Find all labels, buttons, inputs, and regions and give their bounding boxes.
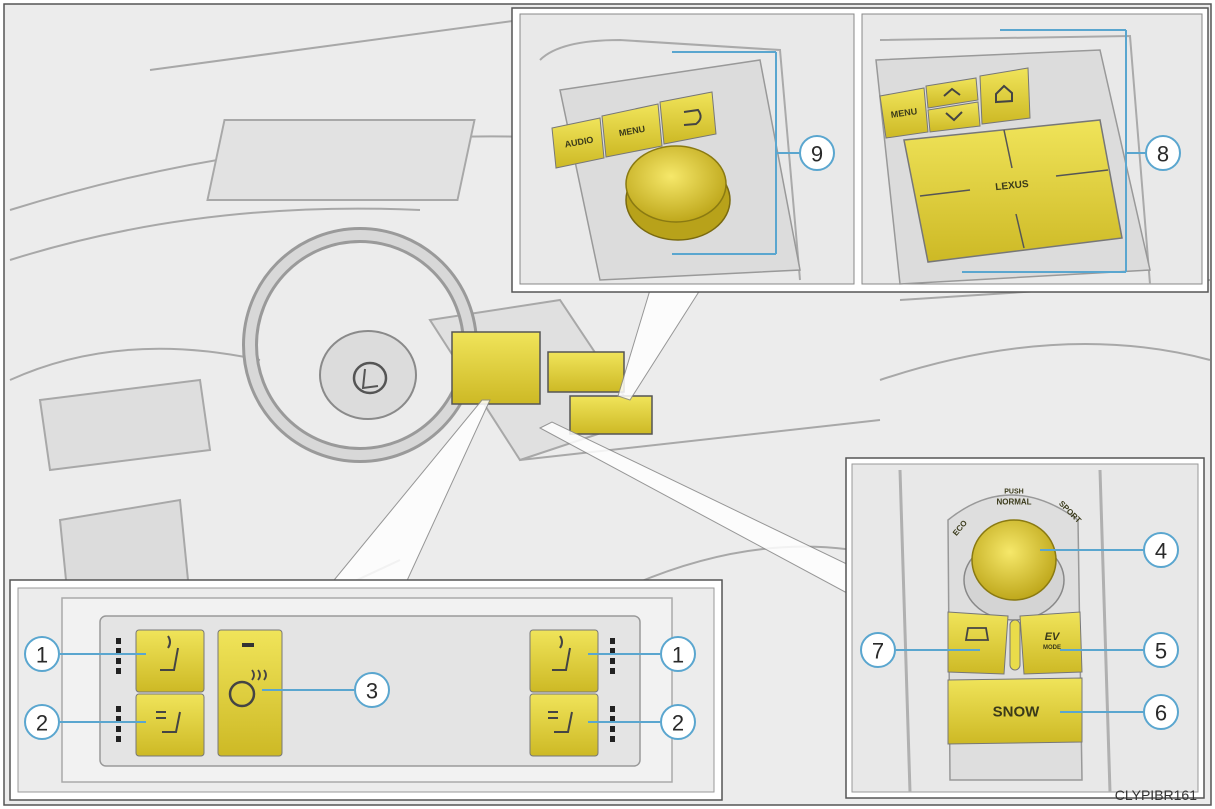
- svg-text:1: 1: [36, 643, 48, 668]
- callout-2-right: 2: [660, 704, 696, 740]
- audio-button[interactable]: AUDIO: [551, 117, 605, 169]
- touchpad-menu-button[interactable]: MENU: [879, 87, 929, 139]
- svg-text:1: 1: [672, 643, 684, 668]
- svg-text:4: 4: [1155, 539, 1167, 564]
- left-seat-ventilation-button[interactable]: [135, 693, 205, 757]
- svg-text:3: 3: [366, 679, 378, 704]
- callout-6: 6: [1143, 694, 1179, 730]
- drive-mode-area-highlight: [547, 351, 625, 393]
- home-icon: [995, 84, 1013, 104]
- seat-ventilation-icon: [554, 711, 573, 733]
- inset-seat-heater-panel: 1 2 3 1 2: [9, 579, 723, 801]
- svg-text:6: 6: [1155, 701, 1167, 726]
- callout-1-left: 1: [24, 636, 60, 672]
- svg-text:LEXUS: LEXUS: [995, 179, 1030, 193]
- svg-text:SNOW: SNOW: [993, 704, 1041, 721]
- scroll-up-button[interactable]: [925, 77, 979, 109]
- svg-text:MENU: MENU: [618, 124, 646, 138]
- seat-ventilation-icon: [162, 711, 181, 733]
- menu-button[interactable]: MENU: [601, 103, 663, 158]
- svg-text:MENU: MENU: [890, 106, 918, 120]
- right-seat-indicators: [610, 638, 615, 742]
- callout-5: 5: [1143, 632, 1179, 668]
- svg-text:7: 7: [872, 639, 884, 664]
- chevron-up-icon: [943, 87, 961, 97]
- svg-text:MODE: MODE: [1043, 645, 1061, 651]
- touchpad-surface[interactable]: LEXUS: [903, 119, 1123, 263]
- drive-mode-select-knob[interactable]: [963, 519, 1065, 621]
- figure-code-label: CLYPIBR161: [1114, 787, 1197, 803]
- svg-text:AUDIO: AUDIO: [564, 135, 594, 150]
- chevron-down-icon: [945, 111, 963, 122]
- callout-8: 8: [1145, 135, 1181, 171]
- snow-mode-switch[interactable]: SNOW: [947, 677, 1083, 745]
- svg-text:2: 2: [36, 711, 48, 736]
- seat-heater-area-highlight: [451, 331, 541, 405]
- steering-heater-indicator: [242, 643, 254, 647]
- mode-divider-indicator: [1009, 619, 1021, 671]
- svg-text:NORMAL: NORMAL: [996, 498, 1031, 507]
- back-button[interactable]: [659, 91, 717, 145]
- left-seat-heater-button[interactable]: [135, 629, 205, 693]
- right-seat-ventilation-button[interactable]: [529, 693, 599, 757]
- right-seat-heater-button[interactable]: [529, 629, 599, 693]
- home-button[interactable]: [979, 67, 1031, 125]
- callout-3: 3: [354, 672, 390, 708]
- audio-control-knob[interactable]: [625, 145, 731, 241]
- inset-audio-controller: AUDIO MENU 9: [519, 13, 855, 285]
- scroll-down-button[interactable]: [927, 101, 981, 133]
- svg-text:5: 5: [1155, 639, 1167, 664]
- callout-1-right: 1: [660, 636, 696, 672]
- callout-2-left: 2: [24, 704, 60, 740]
- lexus-logo-icon: [352, 361, 388, 395]
- inset-touchpad: MENU LEXUS: [861, 13, 1203, 285]
- svg-text:2: 2: [672, 711, 684, 736]
- svg-text:8: 8: [1157, 142, 1169, 167]
- inset-drive-mode-select: PUSH NORMAL ECO SPORT EV MODE SNOW: [845, 457, 1205, 799]
- seat-heater-icon: [160, 635, 179, 671]
- callout-7: 7: [860, 632, 896, 668]
- seat-heater-icon: [552, 635, 571, 671]
- top-inset-container: AUDIO MENU 9: [511, 7, 1209, 293]
- steering-heater-button[interactable]: [217, 629, 283, 757]
- remote-touch-area-highlight: [569, 395, 653, 435]
- svg-text:9: 9: [811, 142, 823, 167]
- svg-text:PUSH: PUSH: [1004, 489, 1023, 496]
- steering-heater-icon: [228, 680, 256, 708]
- back-arrow-icon: [683, 108, 702, 126]
- callout-4: 4: [1143, 532, 1179, 568]
- vsc-off-switch[interactable]: [947, 611, 1009, 675]
- ev-drive-mode-switch[interactable]: EV MODE: [1019, 611, 1083, 675]
- vsc-off-icon: [964, 627, 990, 641]
- svg-text:EV: EV: [1045, 631, 1061, 643]
- callout-9: 9: [799, 135, 835, 171]
- left-seat-indicators: [116, 638, 121, 742]
